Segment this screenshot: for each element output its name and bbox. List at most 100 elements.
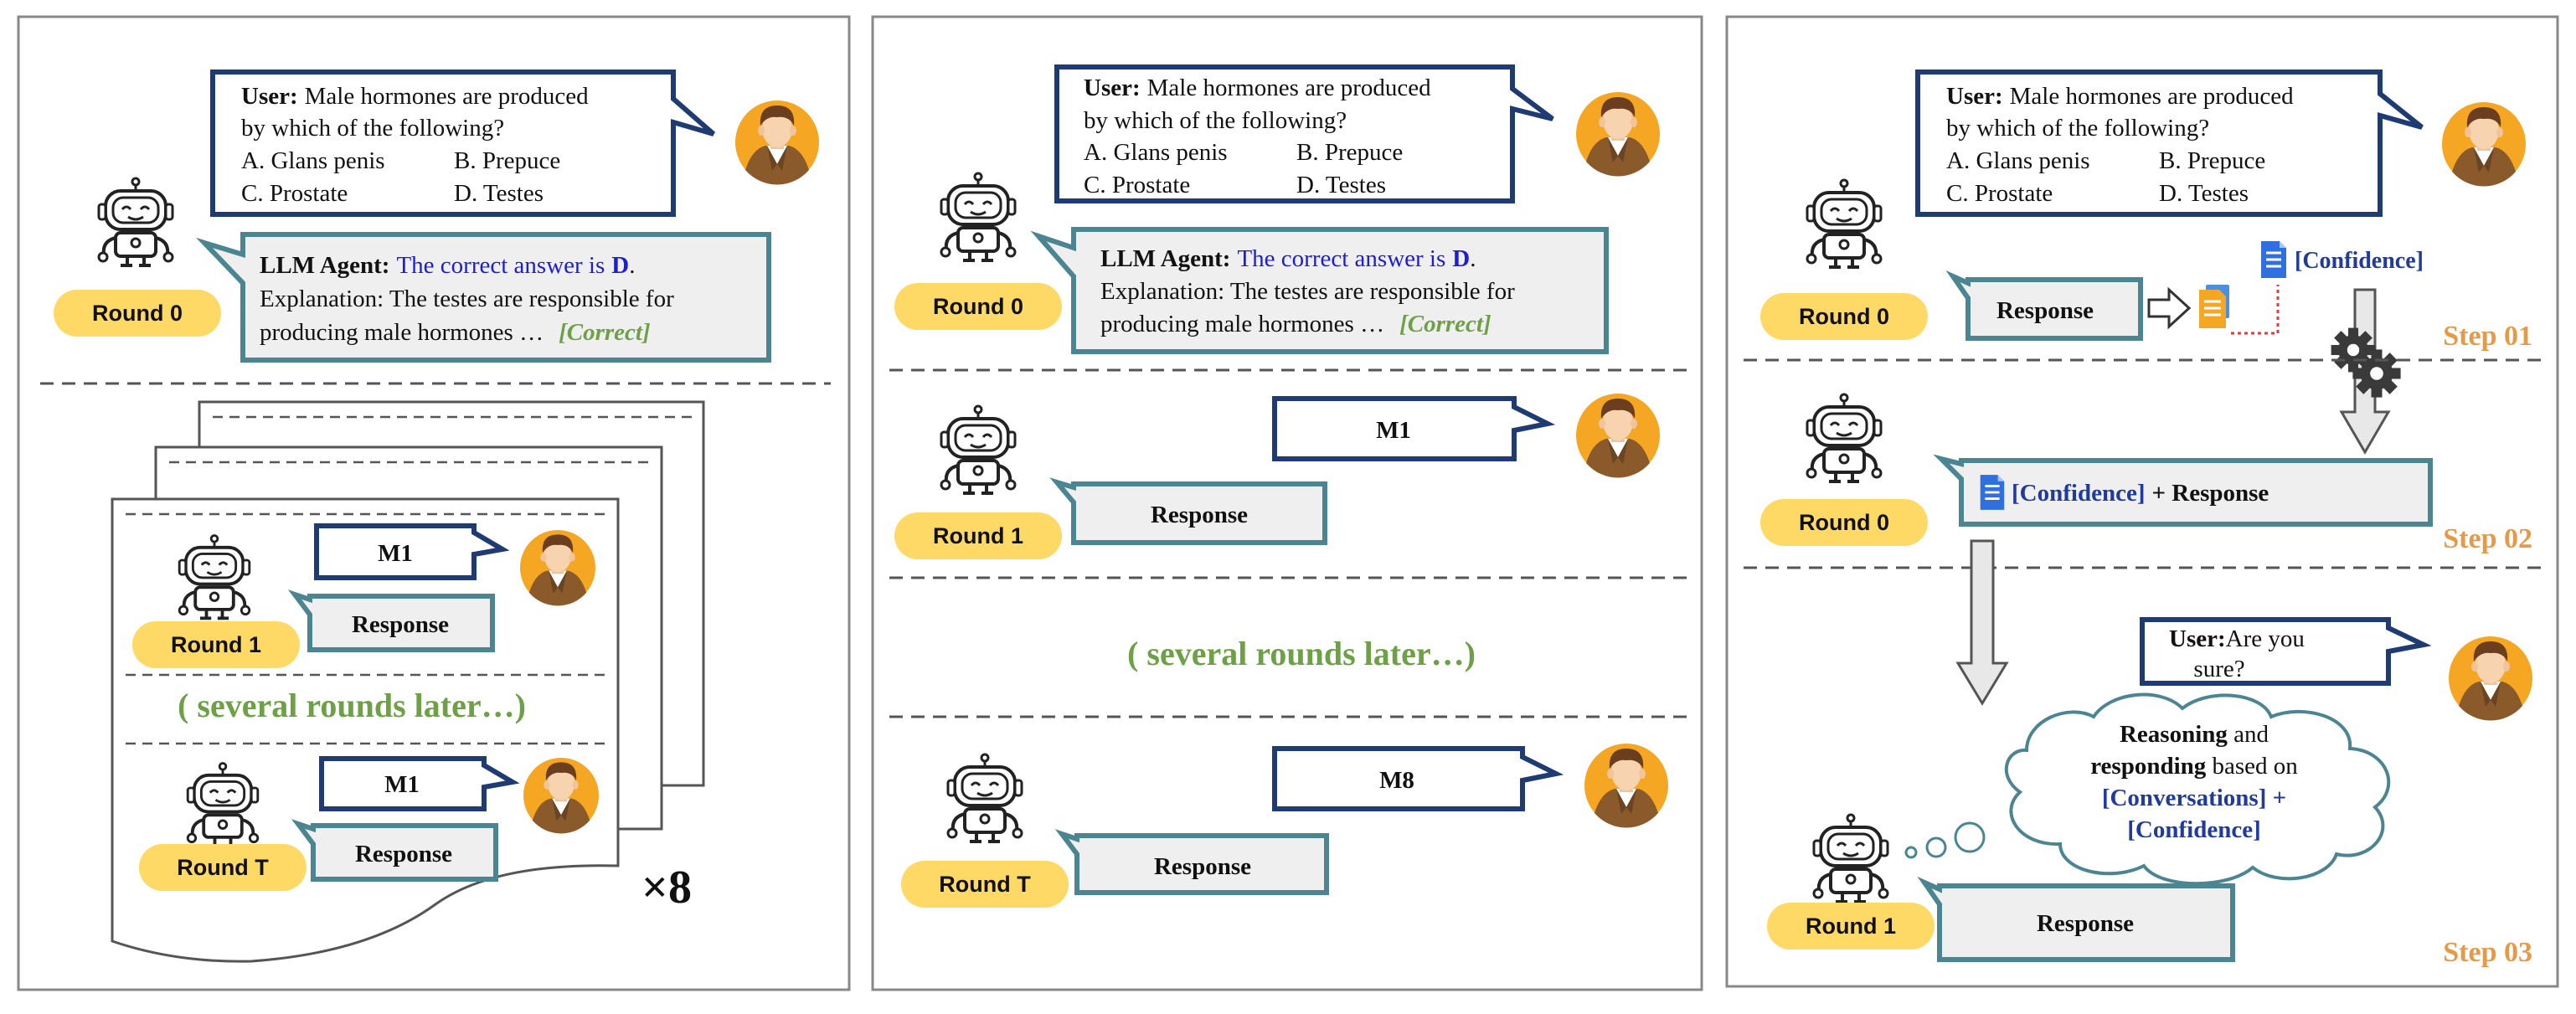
round-badge-0 (54, 290, 221, 337)
step-label-3: Step 03 (2443, 937, 2532, 968)
round-badge-1 (894, 512, 1062, 559)
user-avatar-icon (523, 758, 599, 834)
svg-text:M1: M1 (384, 771, 420, 798)
document-icon (2197, 283, 2231, 330)
svg-text:producing male hormones …[Corr: producing male hormones …[Correct] (1100, 311, 1492, 337)
svg-text:Reasoning and: Reasoning and (2120, 721, 2269, 748)
panel-3-confidence-response-bubble: [Confidence]+ Response (1933, 454, 2433, 527)
round-badge-1 (132, 621, 300, 668)
question-line2: by which of the following? (241, 115, 504, 142)
panel-2-response-bubble: Response (1049, 477, 1327, 545)
panel-2-response-bubble-T: Response (1054, 829, 1329, 895)
svg-text:Explanation: The testes are re: Explanation: The testes are responsible … (1100, 278, 1515, 305)
option-a: A. Glans penis (241, 147, 385, 174)
document-icon (2259, 239, 2288, 280)
svg-text:Round 1: Round 1 (1806, 914, 1896, 939)
agent-answer: The correct answer is (396, 252, 605, 279)
svg-text:B. Prepuce: B. Prepuce (1296, 139, 1403, 166)
user-avatar-icon (2449, 636, 2532, 721)
connector (2231, 285, 2280, 335)
panel-2-m1-bubble: M1 (1272, 396, 1556, 461)
svg-text:Round T: Round T (939, 872, 1031, 897)
inner-m1-bubble: M1 (314, 523, 510, 580)
svg-text:LLM Agent:The correct answer i: LLM Agent: The correct answer isD. (260, 252, 635, 279)
agent-correct: [Correct] (559, 319, 651, 346)
svg-text:Response: Response (2037, 910, 2134, 937)
panel-3-response-bubble-1: Response (1917, 876, 2235, 962)
svg-text:M1: M1 (1376, 417, 1411, 444)
times-eight-label: ×8 (641, 862, 692, 914)
step-label-2: Step 02 (2443, 523, 2532, 554)
round-badge-T (901, 861, 1069, 908)
option-b: B. Prepuce (454, 147, 560, 174)
several-rounds-label: ( several rounds later…) (1127, 635, 1476, 672)
svg-text:Response: Response (1151, 502, 1248, 528)
panel-2-m8-bubble: M8 (1272, 746, 1564, 811)
svg-text:Round 0: Round 0 (1799, 304, 1889, 329)
user-label: User: (241, 83, 298, 110)
svg-text:A. Glans penis: A. Glans penis (1946, 147, 2090, 174)
arrow-icon (1955, 539, 2009, 706)
user-avatar-icon (1576, 92, 1660, 177)
round-badge-0 (1760, 499, 1928, 546)
svg-text:by which of the following?: by which of the following? (1084, 107, 1347, 134)
document-icon (1979, 473, 2006, 512)
panel-3-question-bubble: User:Male hormones are produced by which… (1915, 69, 2424, 217)
round-badge-0 (1760, 293, 1928, 340)
svg-text:LLM Agent:The correct answer i: LLM Agent:The correct answer isD. (1100, 245, 1476, 272)
agent-period: . (629, 252, 635, 279)
gear-icon (2352, 349, 2401, 398)
svg-text:Response: Response (1996, 297, 2094, 324)
svg-text:A. Glans penis: A. Glans penis (1084, 139, 1228, 166)
round-badge-T (139, 844, 307, 891)
svg-text:Response: Response (1154, 853, 1251, 880)
user-avatar-icon (520, 530, 595, 606)
inner-response-bubble: Response (287, 589, 495, 652)
svg-text:Round 1: Round 1 (933, 523, 1023, 548)
arrow-icon (2147, 286, 2192, 330)
svg-text:User:Are you: User:Are you (2169, 625, 2305, 652)
svg-text:[Conversations] +: [Conversations] + (2102, 785, 2286, 811)
round-badge-0 (894, 283, 1062, 330)
panel-1-question-bubble: User: Male hormones are produced by which… (210, 69, 715, 217)
confidence-label: [Confidence] (2295, 248, 2424, 274)
user-avatar-icon (2442, 102, 2526, 187)
question-line1: Male hormones are produced (305, 83, 590, 110)
panel-2-question-bubble: User:Male hormones are produced by which… (1054, 64, 1554, 203)
user-avatar-icon (735, 100, 819, 185)
agent-expl1: Explanation: The testes are responsible … (260, 286, 674, 312)
svg-text:Round 0: Round 0 (1799, 510, 1889, 535)
svg-text:D. Testes: D. Testes (2159, 180, 2249, 207)
svg-text:[Confidence]: [Confidence] (2127, 816, 2260, 843)
inner-m1-bubble-T: M1 (319, 756, 520, 811)
svg-text:Response: Response (355, 841, 452, 867)
user-avatar-icon (1576, 394, 1660, 478)
agent-label: LLM Agent: (260, 252, 389, 279)
step-label-1: Step 01 (2443, 321, 2532, 352)
panel-3-response-bubble-0: Response (1945, 270, 2143, 341)
round-label-T: Round T (177, 855, 269, 880)
svg-text:responding based on: responding based on (2090, 753, 2298, 780)
svg-text:User:Male hormones are produce: User: Male hormones are produced (241, 83, 589, 110)
svg-text:Response: Response (352, 611, 449, 638)
user-avatar-icon (1584, 744, 1668, 828)
svg-text:D. Testes: D. Testes (1296, 172, 1386, 198)
option-d: D. Testes (454, 180, 544, 207)
thought-cloud: Reasoning and responding based on [Conve… (1904, 692, 2391, 886)
svg-text:M1: M1 (378, 540, 413, 567)
svg-text:User:Male hormones are produce: User:Male hormones are produced (1084, 75, 1431, 101)
svg-text:B. Prepuce: B. Prepuce (2159, 147, 2265, 174)
inner-response-bubble-T: Response (291, 819, 498, 882)
round-label-0: Round 0 (92, 301, 183, 326)
option-c: C. Prostate (241, 180, 348, 207)
svg-text:C. Prostate: C. Prostate (1084, 172, 1190, 198)
svg-text:by which of the following?: by which of the following? (1946, 115, 2209, 142)
agent-answer-letter: D (611, 252, 629, 279)
svg-text:M8: M8 (1379, 767, 1414, 794)
svg-text:[Confidence]+ Response: [Confidence]+ Response (2012, 480, 2269, 507)
round-label-1: Round 1 (171, 632, 261, 657)
several-rounds-label: ( several rounds later…) (178, 687, 526, 724)
